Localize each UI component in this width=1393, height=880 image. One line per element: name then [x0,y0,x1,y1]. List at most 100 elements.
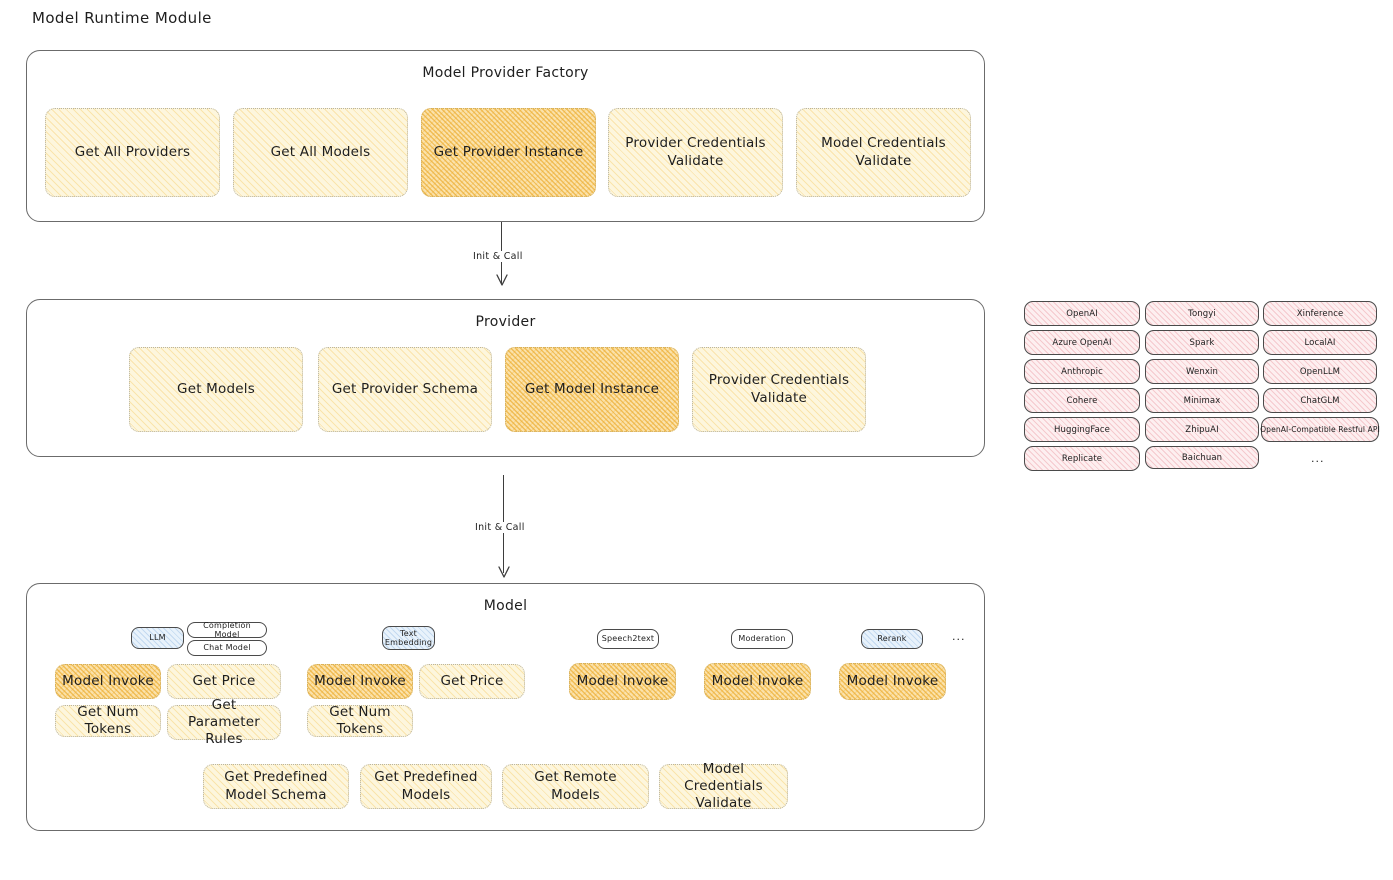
node-label: Model Credentials Validate [684,760,763,812]
node-label: Get Num Tokens [77,703,139,737]
chip-label: ZhipuAI [1185,424,1219,435]
provider-chip-chatglm[interactable]: ChatGLM [1263,388,1377,413]
llm-method-get-num-tokens[interactable]: Get Num Tokens [55,703,161,737]
node-label: Model Invoke [62,672,154,689]
factory-node-get-provider-instance[interactable]: Get Provider Instance [421,108,596,197]
rerank-method-model-invoke[interactable]: Model Invoke [839,663,946,700]
model-type-badge-moderation[interactable]: Moderation [731,629,793,649]
llm-method-model-invoke[interactable]: Model Invoke [55,664,161,699]
node-label: Model Invoke [314,672,406,689]
model-provider-factory-title: Model Provider Factory [422,65,589,81]
provider-chip-replicate[interactable]: Replicate [1024,446,1140,471]
node-label: Model Invoke [711,672,804,689]
node-label: Get Predefined Models [374,769,478,803]
provider-chip-zhipuai[interactable]: ZhipuAI [1145,417,1259,442]
node-label: Get Price [192,672,256,689]
node-label: Get Model Instance [524,380,660,397]
model-common-get-remote-models[interactable]: Get Remote Models [502,764,649,809]
chip-label: OpenLLM [1299,366,1341,377]
node-label: Model Invoke [846,672,939,689]
chip-label: Wenxin [1186,366,1218,377]
arrow-factory-to-provider-head [496,274,508,286]
model-common-get-predefined-model-schema[interactable]: Get Predefined Model Schema [203,764,349,809]
node-label: Get Remote Models [534,769,617,803]
badge-label: Chat Model [203,643,251,653]
chip-label: ChatGLM [1300,395,1340,406]
speech2text-method-model-invoke[interactable]: Model Invoke [569,663,676,700]
text-embedding-method-model-invoke[interactable]: Model Invoke [307,664,413,699]
llm-method-get-price[interactable]: Get Price [167,664,281,699]
provider-chip-anthropic[interactable]: Anthropic [1024,359,1140,384]
model-types-more-ellipsis: ... [952,630,966,643]
chip-label: Cohere [1066,395,1098,406]
badge-label: LLM [149,633,166,643]
provider-container: Provider Get Models Get Provider Schema … [26,299,996,468]
node-label: Get All Models [270,143,371,160]
chip-label: OpenAI [1066,308,1098,319]
provider-node-get-model-instance[interactable]: Get Model Instance [505,347,679,432]
text-embedding-method-get-price[interactable]: Get Price [419,664,525,699]
model-type-badge-llm[interactable]: LLM [131,627,184,649]
node-label: Get Provider Instance [433,143,584,160]
provider-chip-minimax[interactable]: Minimax [1145,388,1259,413]
model-common-get-predefined-models[interactable]: Get Predefined Models [360,764,492,809]
provider-chip-baichuan[interactable]: Baichuan [1145,446,1259,469]
model-type-badge-text-embedding[interactable]: Text Embedding [382,626,435,650]
model-title: Model [483,598,528,614]
chip-label: Anthropic [1061,366,1103,377]
factory-node-provider-credentials-validate[interactable]: Provider Credentials Validate [608,108,783,197]
provider-chip-spark[interactable]: Spark [1145,330,1259,355]
node-label: Model Credentials Validate [821,135,946,169]
model-container: Model LLM Completion Model Chat Model Mo… [26,583,985,831]
node-label: Get Parameter Rules [187,696,261,748]
provider-chip-azure-openai[interactable]: Azure OpenAI [1024,330,1140,355]
chip-label: OpenAI-Compatible Restful API [1260,425,1380,434]
page-title: Model Runtime Module [32,9,212,27]
provider-chip-cohere[interactable]: Cohere [1024,388,1140,413]
moderation-method-model-invoke[interactable]: Model Invoke [704,663,811,700]
node-label: Model Invoke [576,672,669,689]
arrow-provider-to-model-head [498,566,510,578]
factory-node-get-all-models[interactable]: Get All Models [233,108,408,197]
provider-node-provider-credentials-validate[interactable]: Provider Credentials Validate [692,347,866,432]
provider-chip-wenxin[interactable]: Wenxin [1145,359,1259,384]
provider-node-get-provider-schema[interactable]: Get Provider Schema [318,347,492,432]
provider-chip-huggingface[interactable]: HuggingFace [1024,417,1140,442]
chip-label: Minimax [1183,395,1221,406]
provider-chip-openllm[interactable]: OpenLLM [1263,359,1377,384]
chip-label: Baichuan [1181,452,1223,463]
model-type-sub-badge-chat-model[interactable]: Chat Model [187,640,267,656]
chip-label: Spark [1189,337,1215,348]
model-type-badge-speech2text[interactable]: Speech2text [597,629,659,649]
chip-label: Tongyi [1188,308,1216,319]
chip-label: Azure OpenAI [1052,337,1112,348]
provider-chip-openai-compatible-restful-api[interactable]: OpenAI-Compatible Restful API [1260,417,1380,442]
node-label: Get Predefined Model Schema [224,769,328,803]
badge-label: Rerank [877,634,907,644]
node-label: Get Models [177,380,255,397]
arrow-label-init-and-call-1: Init & Call [470,251,526,262]
llm-method-get-parameter-rules[interactable]: Get Parameter Rules [167,697,281,747]
badge-label: Text Embedding [384,628,433,647]
chip-label: HuggingFace [1053,424,1111,435]
node-label: Get Num Tokens [329,703,391,737]
arrow-label-init-and-call-2: Init & Call [472,522,528,533]
node-label: Get All Providers [74,143,191,160]
node-label: Get Provider Schema [331,380,479,397]
factory-node-get-all-providers[interactable]: Get All Providers [45,108,220,197]
model-type-sub-badge-completion-model[interactable]: Completion Model [187,621,267,639]
node-label: Get Price [440,672,504,689]
provider-list-more-ellipsis: ... [1311,452,1325,465]
provider-chip-localai[interactable]: LocalAI [1263,330,1377,355]
badge-label: Speech2text [601,634,655,644]
model-type-badge-rerank[interactable]: Rerank [861,629,923,649]
model-common-model-credentials-validate[interactable]: Model Credentials Validate [659,761,788,811]
model-provider-factory-container: Model Provider Factory Get All Providers… [26,50,985,222]
provider-chip-tongyi[interactable]: Tongyi [1145,301,1259,326]
provider-chip-xinference[interactable]: Xinference [1263,301,1377,326]
chip-label: LocalAI [1304,337,1336,348]
text-embedding-method-get-num-tokens[interactable]: Get Num Tokens [307,703,413,737]
provider-chip-openai[interactable]: OpenAI [1024,301,1140,326]
factory-node-model-credentials-validate[interactable]: Model Credentials Validate [796,108,971,197]
provider-node-get-models[interactable]: Get Models [129,347,303,432]
